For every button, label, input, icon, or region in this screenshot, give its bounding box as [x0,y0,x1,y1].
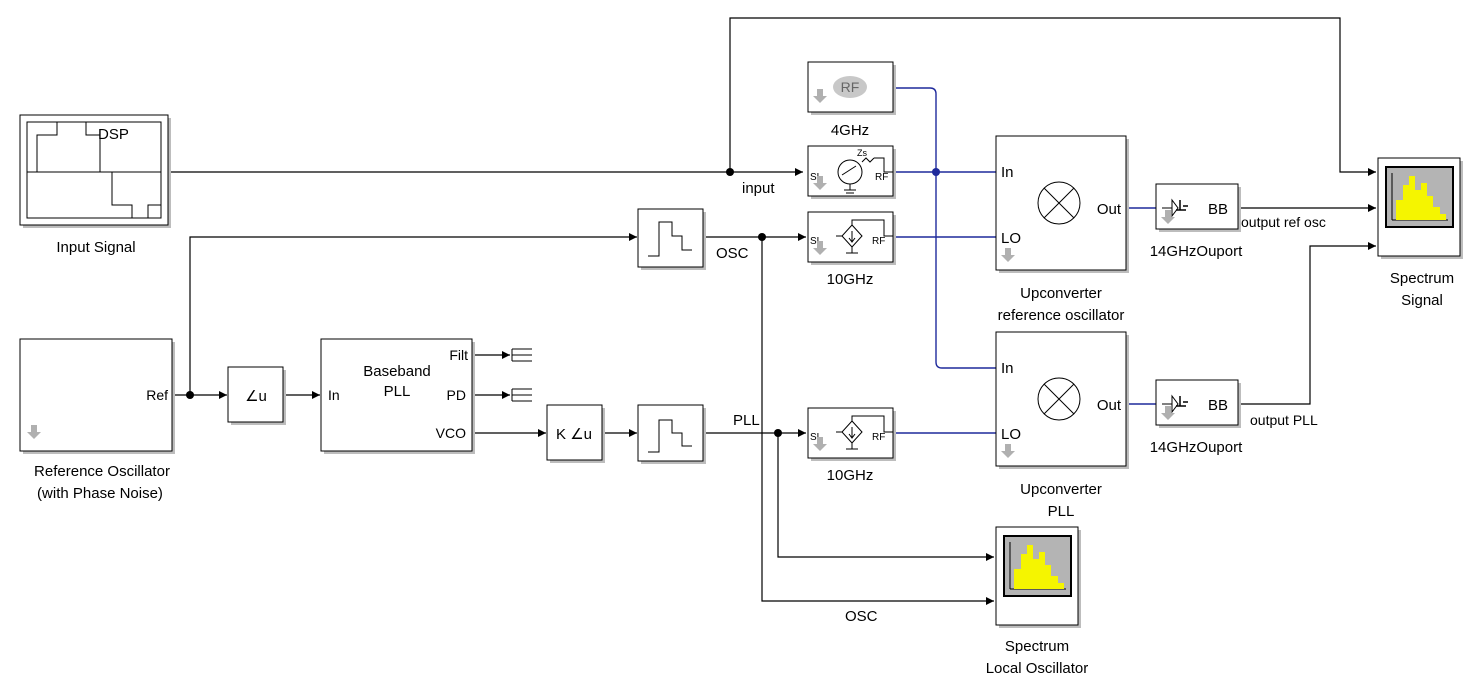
label-osc-top: OSC [716,245,749,262]
inport-osc-block[interactable]: SL RF [807,211,896,265]
branch-point-rf [932,168,940,176]
outport-bb: BB [1208,397,1228,414]
inport-rf: RF [875,172,888,183]
spectrum-signal-label-1: Spectrum [1390,270,1454,287]
outport-bb: BB [1208,201,1228,218]
inport-rf: RF [872,236,885,247]
inport-osc-label: 10GHz [827,271,874,288]
outport-ref-block[interactable]: BB [1155,183,1241,232]
spectrum-signal-label-2: Signal [1401,292,1443,309]
upconv-ref-label-2: reference oscillator [998,307,1125,324]
mixer-icon [1037,377,1081,421]
upconv-ref-label-1: Upconverter [1020,285,1102,302]
outport-pll-block[interactable]: BB [1155,379,1241,428]
zoh-icon [648,221,692,257]
terminator-filt[interactable] [511,348,532,362]
spectrum-lo-block[interactable] [995,526,1081,628]
inport-rf: RF [872,432,885,443]
ref-osc-label-2: (with Phase Noise) [37,485,163,502]
dsp-text: DSP [98,126,129,143]
upconv-port-lo: LO [1001,230,1021,247]
inport-zs: Zs [857,148,867,158]
zoh-icon [648,419,692,453]
pll-title-2: PLL [384,383,411,400]
zoh-block-osc[interactable] [637,208,706,270]
spectrum-bars-icon [1014,545,1064,589]
label-output-pll: output PLL [1250,412,1318,428]
staircase-wave-icon [36,121,161,219]
rf-icon-text: RF [841,79,860,95]
zoh-block-pll[interactable] [637,404,706,464]
baseband-pll-block[interactable]: In Baseband PLL Filt PD VCO [320,338,475,454]
pll-port-pd: PD [447,387,466,403]
pll-port-vco: VCO [436,425,466,441]
line-rf-4ghz[interactable] [893,87,996,369]
outport-ref-label: 14GHzOuport [1150,243,1243,260]
pll-port-filt: Filt [449,347,468,363]
spectrum-signal-block[interactable] [1377,157,1463,259]
sensor-icon [1162,394,1179,414]
spectrum-bars-icon [1396,176,1446,220]
physical-lines [893,87,1156,434]
sensor-icon [1162,198,1179,218]
line-input-to-spectrum[interactable] [729,17,1376,176]
label-output-ref-osc: output ref osc [1241,214,1326,230]
inport-sl: SL [810,236,823,247]
k-angle-u-block[interactable]: K ∠u [546,404,605,463]
upconv-port-in: In [1001,164,1014,181]
upconv-port-in: In [1001,360,1014,377]
rf-icon [833,76,867,98]
inport-sl: SL [810,432,823,443]
inport-sl: SL [810,172,823,183]
inport-pll-block[interactable]: SL RF [807,407,896,461]
line-osc-to-spectrum-lo[interactable] [761,237,994,605]
angle-u-block[interactable]: ∠u [227,366,286,425]
angle-u-text: ∠u [245,388,267,405]
line-ref-to-zoh[interactable] [189,233,637,395]
upconv-port-lo: LO [1001,426,1021,443]
line-pll-to-spectrum-lo[interactable] [777,433,994,561]
mixer-icon [1037,181,1081,225]
line-output-pll[interactable] [1238,242,1376,405]
pll-port-in: In [328,387,340,403]
upconv-pll-label-2: PLL [1048,503,1075,520]
spectrum-lo-label-1: Spectrum [1005,638,1069,655]
outport-pll-label: 14GHzOuport [1150,439,1243,456]
label-osc-bottom: OSC [845,608,878,625]
signal-lines [168,17,1376,605]
reference-oscillator-block[interactable]: Ref [19,338,175,454]
port-ref: Ref [146,387,168,403]
upconv-pll-label-1: Upconverter [1020,481,1102,498]
label-input: input [742,180,775,197]
label-pll-signal: PLL [733,412,760,429]
rf-4ghz-block[interactable]: RF [807,61,896,115]
terminator-pd[interactable] [511,388,532,402]
inport-pll-label: 10GHz [827,467,874,484]
inport-input-block[interactable]: SL RF Zs [807,145,896,199]
input-signal-label: Input Signal [56,239,135,256]
rf-4ghz-label: 4GHz [831,122,869,139]
upconverter-pll-block[interactable]: In LO Out [995,331,1129,469]
ref-osc-label-1: Reference Oscillator [34,463,170,480]
pll-title-1: Baseband [363,363,431,380]
upconv-port-out: Out [1097,397,1122,414]
upconverter-ref-block[interactable]: In LO Out [995,135,1129,273]
input-signal-block[interactable]: DSP [19,114,171,228]
k-angle-u-text: K ∠u [556,426,592,443]
spectrum-lo-label-2: Local Oscillator [986,660,1089,677]
upconv-port-out: Out [1097,201,1122,218]
